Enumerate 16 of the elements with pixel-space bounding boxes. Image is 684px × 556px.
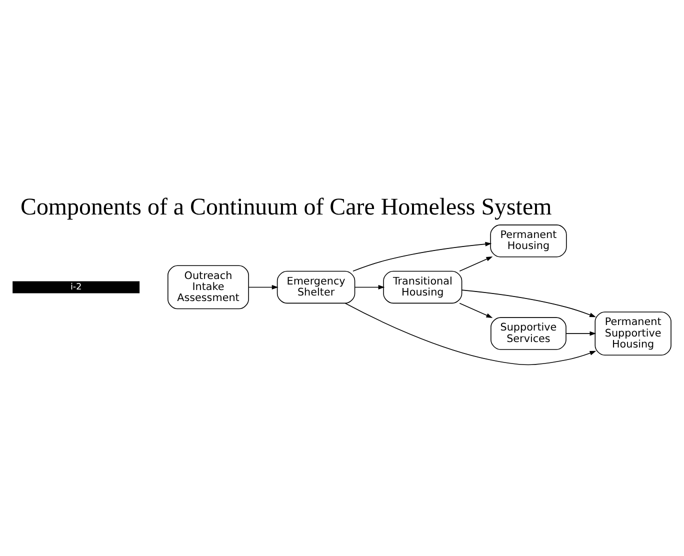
diagram-title: Components of a Continuum of Care Homeless System: [20, 194, 552, 220]
arrow: [354, 284, 385, 289]
node-box: Emergency Shelter: [276, 270, 356, 304]
node-box: Transitional Housing: [383, 270, 462, 304]
node-box: Permanent Housing: [490, 224, 567, 257]
arrow: [344, 302, 596, 365]
arrow: [461, 289, 596, 317]
node-box: Outreach Intake Assessment: [168, 264, 249, 309]
arrow: [352, 241, 492, 272]
arrow: [459, 256, 493, 272]
arrow: [248, 284, 278, 289]
arrow: [566, 330, 596, 336]
arrow: [459, 302, 493, 318]
node-box: Permanent Supportive Housing: [594, 311, 672, 355]
node-box: Supportive Services: [490, 316, 566, 350]
label: i-2: [70, 282, 82, 292]
